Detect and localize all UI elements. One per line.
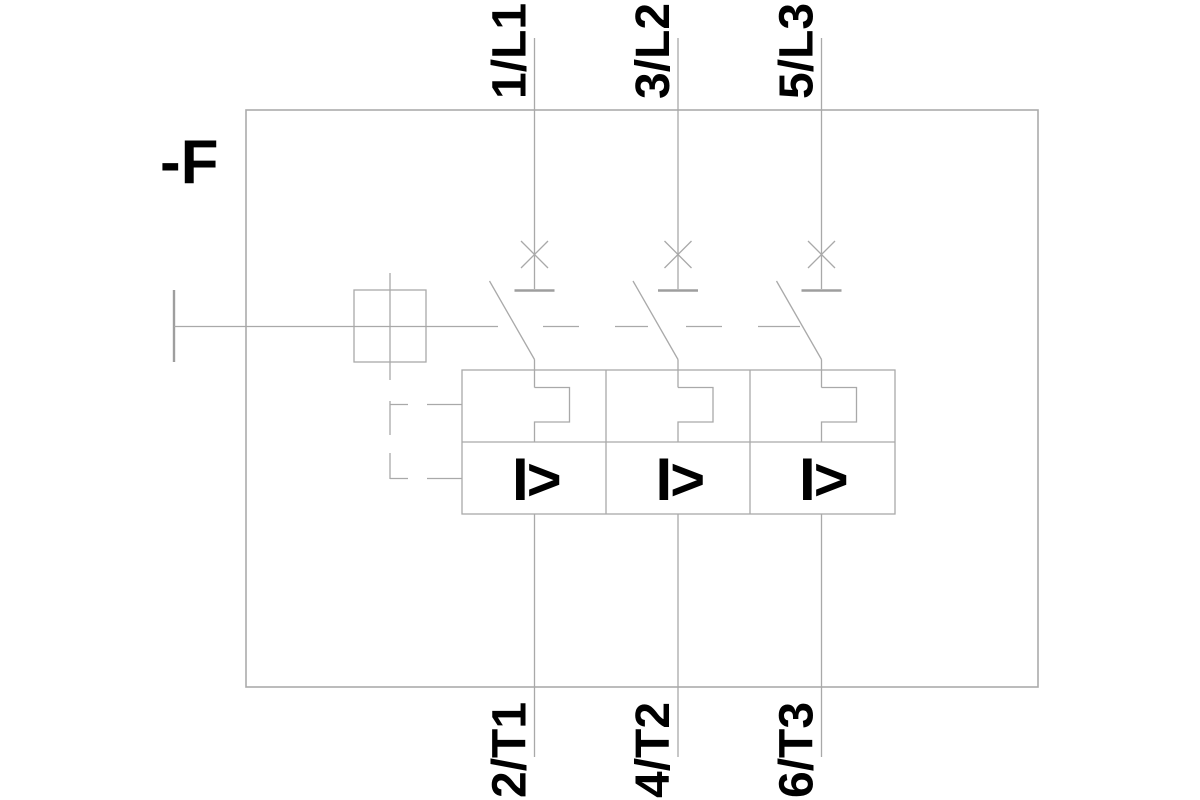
breaker-cross-icon	[807, 240, 836, 269]
pole-1: 1/L1 2/T1 I>	[484, 3, 571, 798]
contact-blade-line	[632, 280, 679, 360]
contact-blade-line	[488, 280, 536, 360]
overcurrent-release-symbol: I>	[799, 446, 847, 513]
breaker-cross-icon	[520, 240, 549, 269]
thermal-overload-icon	[533, 386, 571, 442]
overcurrent-release-symbol: I>	[656, 446, 704, 513]
actuator-square-icon	[353, 289, 427, 363]
actuator-mechanism	[172, 273, 800, 480]
trip-linkage-dashes	[389, 401, 462, 480]
top-terminal-label: 1/L1	[484, 3, 537, 99]
top-terminal-label: 3/L2	[627, 3, 680, 99]
enclosure-outline	[245, 109, 1039, 688]
pole-3: 5/L3 6/T3 I>	[771, 3, 858, 798]
breaker-cross-icon	[664, 240, 692, 269]
bottom-terminal-label: 6/T3	[771, 702, 824, 798]
device-designator-label: -F	[160, 128, 219, 197]
contact-blade-line	[775, 280, 823, 360]
thermal-overload-icon	[677, 386, 714, 442]
bottom-terminal-label: 4/T2	[627, 702, 680, 798]
overcurrent-release-symbol: I>	[512, 446, 560, 513]
pole-2: 3/L2 4/T2 I>	[627, 3, 714, 798]
thermal-overload-icon	[820, 386, 858, 442]
top-terminal-label: 5/L3	[771, 3, 824, 99]
bottom-terminal-label: 2/T1	[484, 702, 537, 798]
